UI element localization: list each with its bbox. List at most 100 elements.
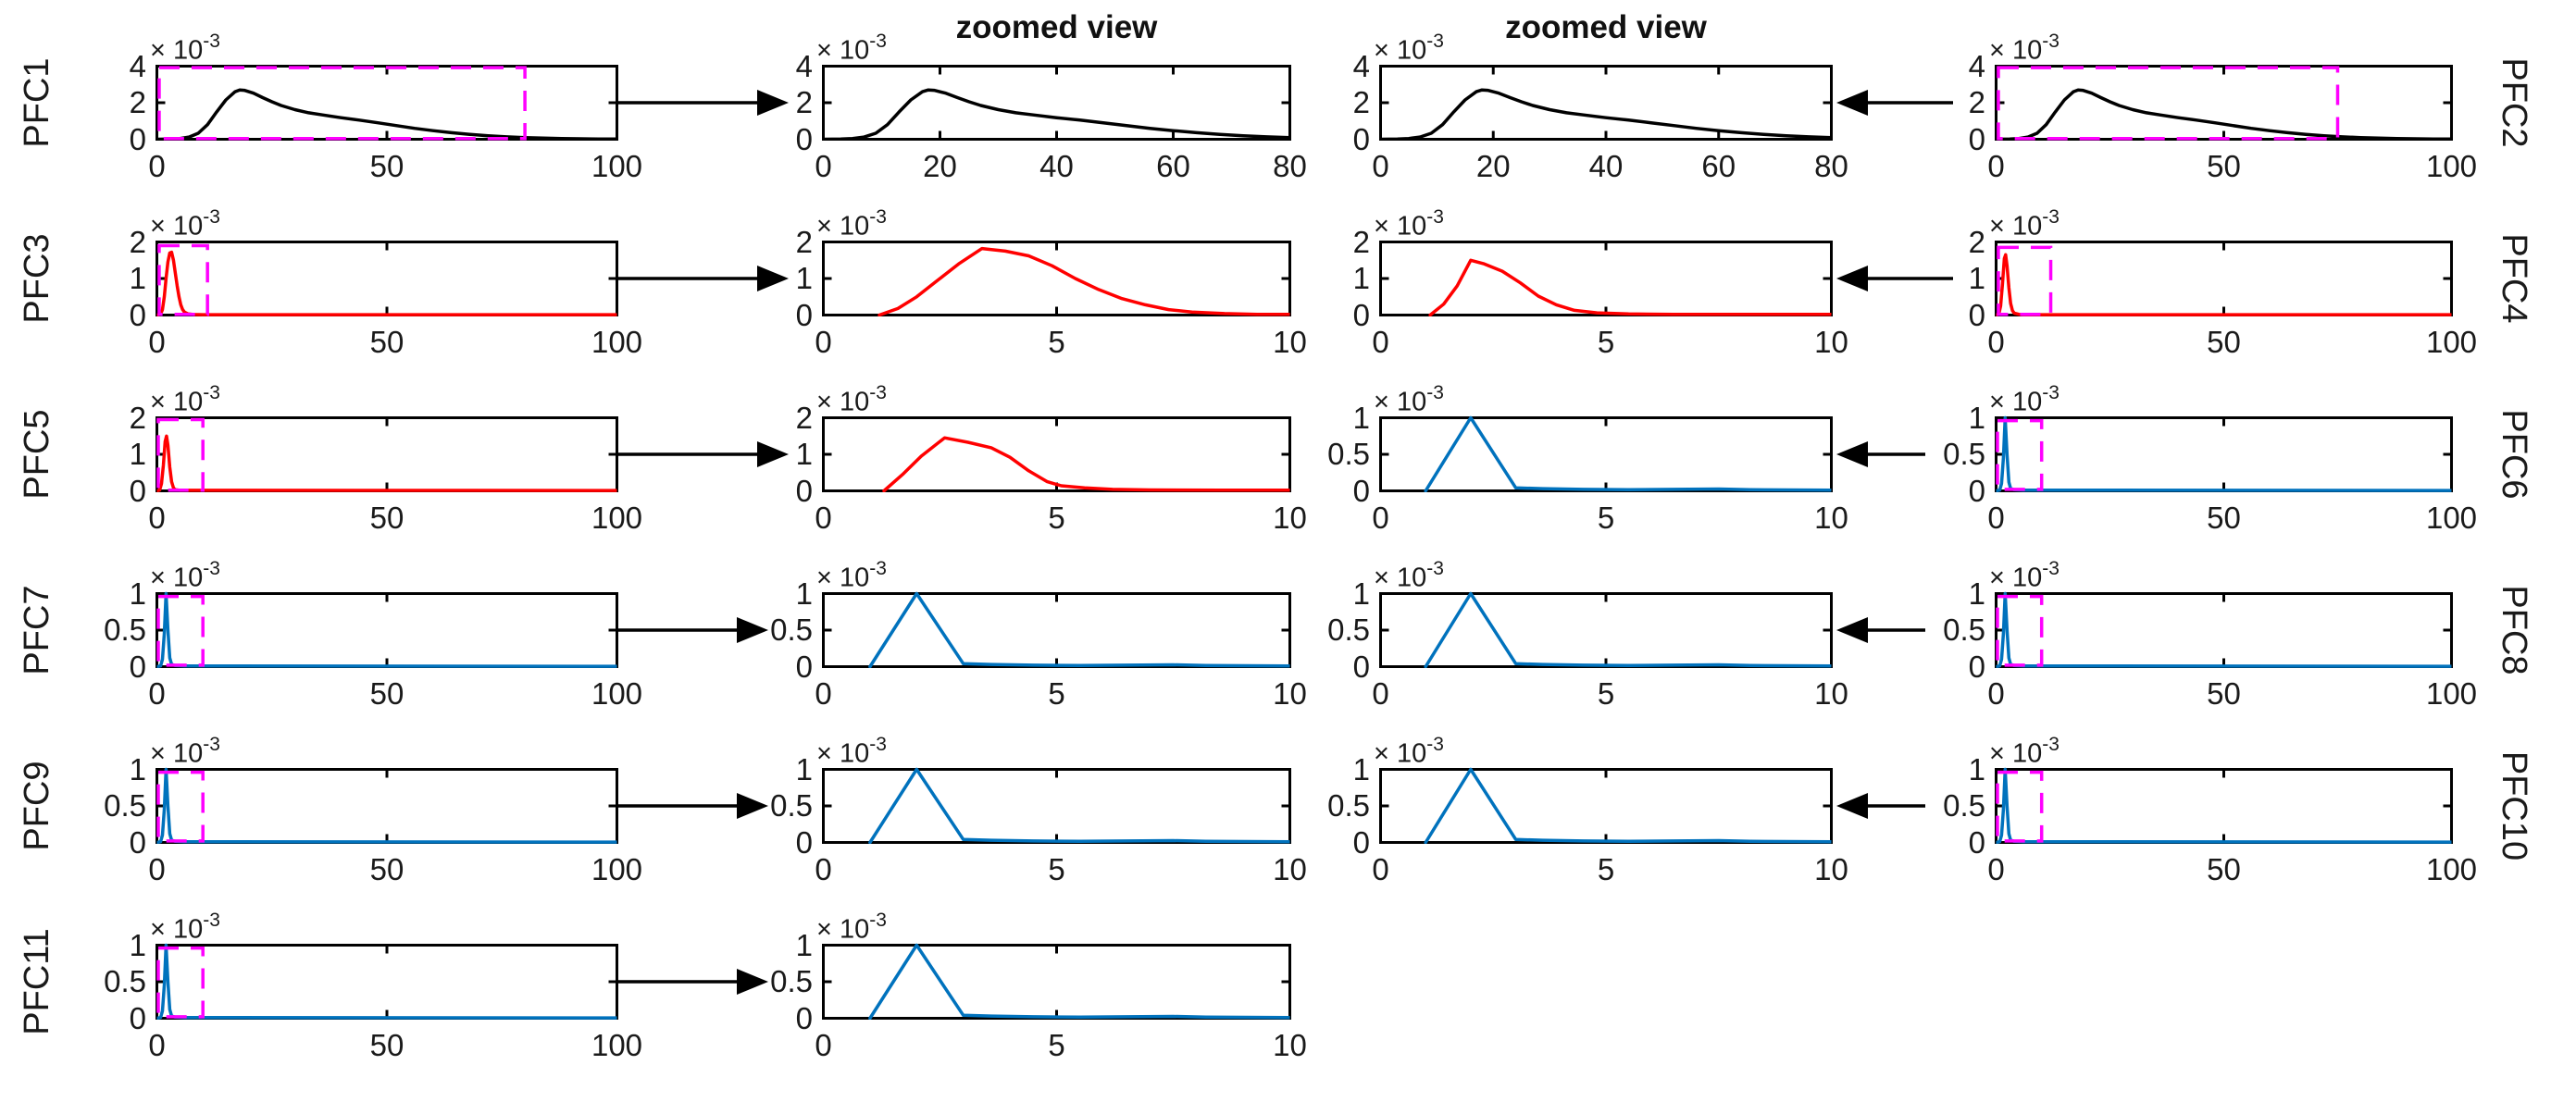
curve-pfc4-zoom — [1428, 258, 1832, 316]
zoom-region-pfc9 — [156, 770, 205, 843]
zoom-region-pfc10 — [1996, 770, 2044, 843]
panel-title-pfc2-zoom: zoomed view — [1505, 9, 1707, 45]
xtick-pfc5-zoom-5: 5 — [1048, 501, 1065, 535]
scale-base: × 10 — [150, 211, 204, 241]
scale-exponent: -3 — [1426, 558, 1444, 579]
xtick-pfc9-50: 50 — [369, 852, 404, 886]
xtick-pfc2-zoom-0: 0 — [1372, 149, 1389, 183]
scale-exponent: -3 — [2042, 382, 2060, 403]
xtick-pfc7-0: 0 — [148, 676, 166, 711]
curve-pfc6-zoom — [1424, 415, 1832, 492]
scale-exponent: -3 — [203, 31, 220, 52]
ytick-pfc1-4: 4 — [129, 48, 146, 83]
ytick-pfc10-zoom-1: 1 — [1352, 751, 1370, 786]
xtick-pfc10-100: 100 — [2425, 852, 2478, 886]
xtick-pfc10-0: 0 — [1987, 852, 2005, 886]
ytick-pfc11-0.5: 0.5 — [104, 964, 146, 998]
panel-pfc7-zoom — [822, 591, 1291, 668]
scale-label-pfc3: × 10-3 — [150, 204, 220, 242]
panel-title-pfc1-zoom: zoomed view — [955, 9, 1158, 45]
xtick-pfc1-100: 100 — [591, 149, 643, 183]
scale-exponent: -3 — [869, 558, 887, 579]
panel-pfc9-zoom — [822, 767, 1291, 844]
curve-pfc2-zoom — [1380, 88, 1832, 141]
ytick-pfc3-zoom-0: 0 — [795, 297, 813, 332]
ytick-pfc3-0: 0 — [129, 297, 146, 332]
xtick-pfc9-0: 0 — [148, 852, 166, 886]
xtick-pfc7-zoom-5: 5 — [1048, 676, 1065, 711]
scale-label-pfc1-zoom: × 10-3 — [816, 28, 887, 67]
panel-pfc8-zoom — [1379, 591, 1833, 668]
scale-label-pfc10-zoom: × 10-3 — [1374, 731, 1444, 770]
arrow-right-pfc3 — [618, 266, 789, 291]
xtick-pfc4-0: 0 — [1987, 325, 2005, 359]
ytick-pfc1-zoom-0: 0 — [795, 121, 813, 156]
panel-pfc9 — [156, 767, 618, 844]
ytick-pfc5-zoom-2: 2 — [795, 400, 813, 435]
scale-label-pfc5-zoom: × 10-3 — [816, 379, 887, 418]
curve-pfc10-zoom — [1424, 767, 1832, 844]
arrow-left-pfc6 — [1836, 441, 1925, 467]
scale-exponent: -3 — [869, 31, 887, 52]
scale-base: × 10 — [1374, 35, 1427, 66]
zoom-region-pfc6 — [1996, 418, 2044, 491]
scale-exponent: -3 — [1426, 206, 1444, 228]
curve-pfc2 — [1996, 88, 2452, 141]
ytick-pfc11-0: 0 — [129, 1000, 146, 1035]
scale-exponent: -3 — [203, 382, 220, 403]
scale-base: × 10 — [1989, 211, 2043, 241]
ytick-pfc2-4: 4 — [1968, 48, 1985, 83]
scale-label-pfc6-zoom: × 10-3 — [1374, 379, 1444, 418]
panel-pfc10-zoom — [1379, 767, 1833, 844]
ytick-pfc9-1: 1 — [129, 751, 146, 786]
xtick-pfc6-100: 100 — [2425, 501, 2478, 535]
scale-exponent: -3 — [203, 206, 220, 228]
scale-exponent: -3 — [2042, 734, 2060, 755]
curve-pfc7 — [156, 591, 617, 668]
xtick-pfc3-zoom-5: 5 — [1048, 325, 1065, 359]
xtick-pfc6-50: 50 — [2207, 501, 2241, 535]
ytick-pfc6-zoom-0: 0 — [1352, 473, 1370, 508]
scale-base: × 10 — [1374, 563, 1427, 593]
scale-base: × 10 — [150, 738, 204, 769]
scale-exponent: -3 — [1426, 734, 1444, 755]
ytick-pfc9-zoom-1: 1 — [795, 751, 813, 786]
scale-exponent: -3 — [869, 382, 887, 403]
ytick-pfc5-0: 0 — [129, 473, 146, 508]
ytick-pfc9-0.5: 0.5 — [104, 788, 146, 823]
scale-label-pfc7: × 10-3 — [150, 555, 220, 594]
ytick-pfc4-zoom-2: 2 — [1352, 224, 1370, 259]
xtick-pfc3-100: 100 — [591, 325, 643, 359]
panel-pfc3 — [156, 241, 618, 316]
xtick-pfc5-100: 100 — [591, 501, 643, 535]
xtick-pfc6-zoom-10: 10 — [1814, 501, 1848, 535]
ytick-pfc7-zoom-0.5: 0.5 — [770, 613, 813, 647]
ytick-pfc5-2: 2 — [129, 400, 146, 435]
xtick-pfc3-0: 0 — [148, 325, 166, 359]
ytick-pfc9-zoom-0.5: 0.5 — [770, 788, 813, 823]
scale-base: × 10 — [1989, 563, 2043, 593]
panel-pfc1-zoom — [822, 65, 1291, 141]
ytick-pfc7-1: 1 — [129, 576, 146, 611]
xtick-pfc9-zoom-5: 5 — [1048, 852, 1065, 886]
scale-base: × 10 — [816, 563, 870, 593]
ytick-pfc3-1: 1 — [129, 261, 146, 295]
scale-label-pfc8-zoom: × 10-3 — [1374, 555, 1444, 594]
xtick-pfc2-100: 100 — [2425, 149, 2478, 183]
xtick-pfc3-zoom-0: 0 — [815, 325, 832, 359]
scale-exponent: -3 — [1426, 31, 1444, 52]
xtick-pfc9-zoom-10: 10 — [1273, 852, 1307, 886]
scale-label-pfc6: × 10-3 — [1989, 379, 2060, 418]
xtick-pfc10-zoom-10: 10 — [1814, 852, 1848, 886]
ytick-pfc4-zoom-1: 1 — [1352, 261, 1370, 295]
xtick-pfc8-zoom-5: 5 — [1597, 676, 1615, 711]
scale-exponent: -3 — [869, 206, 887, 228]
xtick-pfc11-50: 50 — [369, 1028, 404, 1062]
xtick-pfc8-0: 0 — [1987, 676, 2005, 711]
ytick-pfc4-2: 2 — [1968, 224, 1985, 259]
curve-pfc11-zoom — [868, 943, 1290, 1020]
axes-box-pfc8 — [1995, 592, 2453, 668]
scale-label-pfc2-zoom: × 10-3 — [1374, 28, 1444, 67]
xtick-pfc1-0: 0 — [148, 149, 166, 183]
xtick-pfc8-50: 50 — [2207, 676, 2241, 711]
